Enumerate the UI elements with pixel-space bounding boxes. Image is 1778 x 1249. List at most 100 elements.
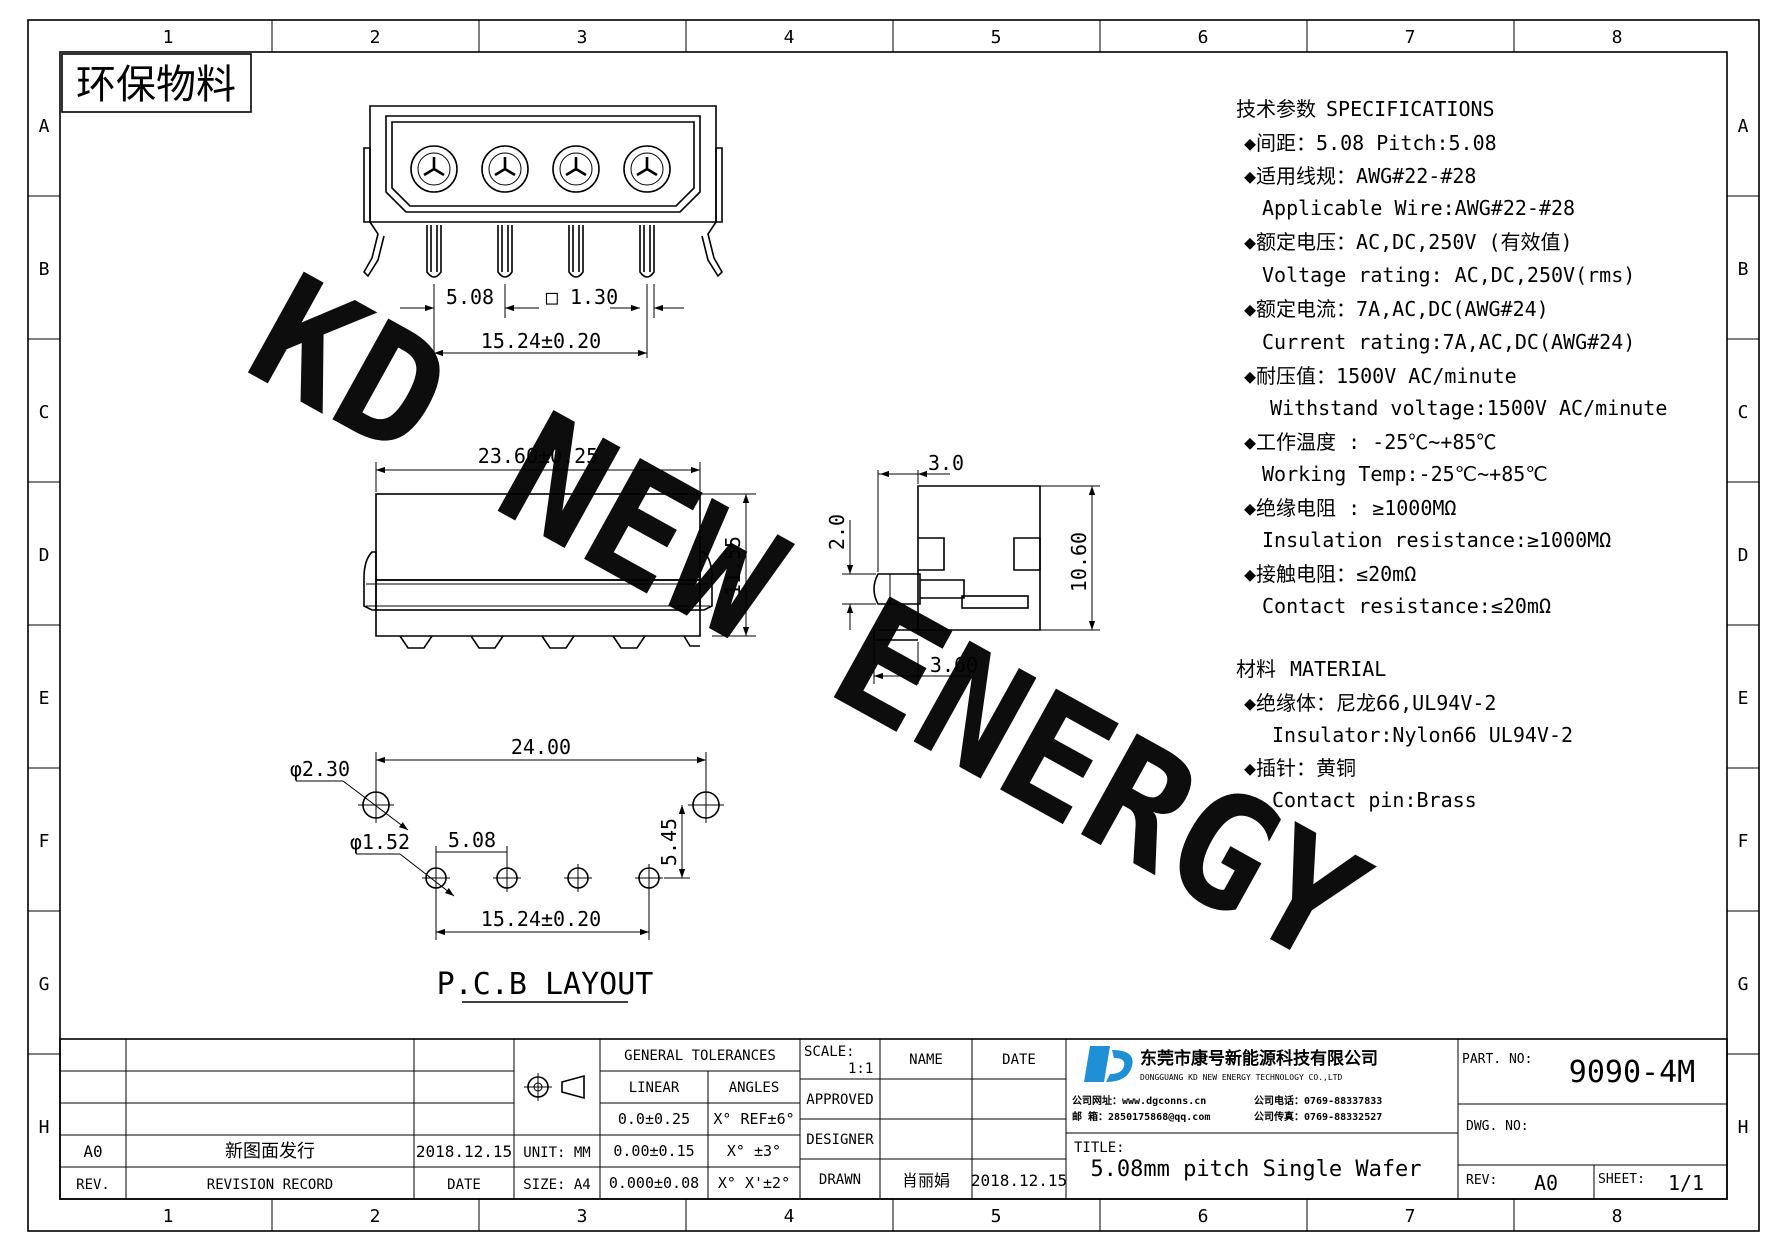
spec-line: ◆耐压值：1500V AC/minute: [1244, 364, 1517, 388]
spec-line: ◆接触电阻：≤20mΩ: [1244, 562, 1416, 586]
col-label-top: 3: [577, 27, 588, 48]
rev-label: REV:: [1466, 1173, 1497, 1188]
spec-line: Withstand voltage:1500V AC/minute: [1270, 396, 1667, 420]
angles-label: ANGLES: [729, 1080, 780, 1096]
dim-top-pitch: 5.08: [446, 285, 494, 309]
scale-label: SCALE:: [804, 1044, 855, 1060]
pin-hole-3: [552, 145, 600, 193]
col-label-bottom: 8: [1612, 1206, 1623, 1227]
spec-heading-en: SPECIFICATIONS: [1326, 97, 1495, 121]
material-line: Insulator:Nylon66 UL94V-2: [1272, 723, 1573, 747]
specifications-block: 技术参数 SPECIFICATIONS ◆间距：5.08 Pitch:5.08 …: [1236, 97, 1667, 618]
sheet-number: 1/1: [1668, 1171, 1704, 1195]
row-label-left: A: [39, 116, 50, 137]
row-label-left: F: [39, 831, 50, 852]
spec-line: Applicable Wire:AWG#22-#28: [1262, 196, 1575, 220]
company-contact: 公司网址：www.dgconns.cn: [1072, 1094, 1206, 1107]
size-label: SIZE: A4: [523, 1177, 590, 1193]
row-label-right: G: [1738, 974, 1749, 995]
company-contact: 邮 箱：2850175868@qq.com: [1072, 1110, 1210, 1123]
angle-value: X° ±3°: [727, 1142, 781, 1160]
col-label-top: 1: [163, 27, 174, 48]
angle-value: X° REF±6°: [713, 1110, 794, 1128]
spec-line: ◆工作温度 : -25℃~+85℃: [1244, 430, 1496, 454]
dim-pcb-offset: 5.45: [657, 818, 681, 866]
designer-label: DESIGNER: [806, 1132, 874, 1148]
name-header: NAME: [909, 1052, 943, 1068]
side-view: 3.0 2.0 10.60 3.60: [825, 451, 1100, 684]
linear-label: LINEAR: [629, 1080, 680, 1096]
row-label-left: B: [39, 259, 50, 280]
dwg-no-label: DWG. NO:: [1466, 1119, 1529, 1134]
rev-record: 新图面发行: [225, 1141, 315, 1162]
col-label-bottom: 5: [991, 1206, 1002, 1227]
part-no-label: PART. NO:: [1462, 1052, 1532, 1067]
pin-hole-4: [623, 145, 671, 193]
front-view: 23.60±0.25 11.55: [363, 444, 756, 649]
material-heading-en: MATERIAL: [1290, 657, 1386, 681]
spec-line: Insulation resistance:≥1000MΩ: [1262, 528, 1611, 552]
col-label-bottom: 6: [1198, 1206, 1209, 1227]
pcb-layout-label: P.C.B LAYOUT: [437, 967, 654, 1002]
eco-label-text: 环保物料: [76, 62, 236, 108]
unit-label: UNIT: MM: [523, 1145, 590, 1161]
spec-line: ◆适用线规：AWG#22-#28: [1244, 164, 1476, 188]
material-line: ◆插针：黄铜: [1244, 756, 1356, 780]
company-contact: 公司电话：0769-88337833: [1254, 1094, 1382, 1107]
col-label-top: 6: [1198, 27, 1209, 48]
drawing-title: 5.08mm pitch Single Wafer: [1090, 1157, 1421, 1182]
dim-side-height: 10.60: [1067, 532, 1091, 592]
dim-pcb-pin-hole: φ1.52: [350, 830, 410, 854]
dim-top-span: 15.24±0.20: [481, 329, 601, 353]
spec-line: Current rating:7A,AC,DC(AWG#24): [1262, 330, 1635, 354]
row-label-left: E: [39, 688, 50, 709]
col-label-bottom: 4: [784, 1206, 795, 1227]
title-block: A0 新图面发行 2018.12.15 REV. REVISION RECORD…: [59, 1038, 1728, 1200]
dim-side-bottom: 3.60: [930, 653, 978, 677]
col-label-bottom: 7: [1405, 1206, 1416, 1227]
dim-pcb-pitch: 5.08: [448, 828, 496, 852]
company-name-en: DONGGUANG KD NEW ENERGY TECHNOLOGY CO.,L…: [1140, 1073, 1342, 1082]
col-label-bottom: 1: [163, 1206, 174, 1227]
approved-label: APPROVED: [806, 1092, 873, 1108]
rev-record-header: REVISION RECORD: [207, 1177, 333, 1193]
dim-pcb-mount-hole: φ2.30: [290, 757, 350, 781]
row-label-right: H: [1738, 1117, 1749, 1138]
material-line: ◆绝缘体：尼龙66,UL94V-2: [1244, 691, 1496, 715]
row-label-right: A: [1738, 116, 1749, 137]
row-label-right: C: [1738, 402, 1749, 423]
linear-value: 0.00±0.15: [613, 1142, 694, 1160]
linear-value: 0.0±0.25: [618, 1110, 690, 1128]
angle-value: X° X'±2°: [718, 1174, 790, 1192]
material-heading-cn: 材料: [1236, 657, 1276, 681]
material-line: Contact pin:Brass: [1272, 788, 1477, 812]
row-label-right: D: [1738, 545, 1749, 566]
dim-pcb-mount-span: 24.00: [511, 735, 571, 759]
spec-line: ◆额定电流：7A,AC,DC(AWG#24): [1244, 297, 1549, 321]
row-label-left: C: [39, 402, 50, 423]
drawn-date: 2018.12.15: [971, 1171, 1067, 1190]
spec-line: ◆额定电压：AC,DC,250V (有效值): [1244, 230, 1573, 254]
material-block: 材料 MATERIAL ◆绝缘体：尼龙66,UL94V-2 Insulator:…: [1236, 657, 1573, 812]
dim-side-top: 3.0: [928, 451, 964, 475]
tolerances-header: GENERAL TOLERANCES: [624, 1048, 776, 1064]
col-label-top: 4: [784, 27, 795, 48]
spec-line: Voltage rating: AC,DC,250V(rms): [1262, 263, 1635, 287]
spec-line: ◆间距：5.08 Pitch:5.08: [1244, 131, 1497, 155]
drawn-label: DRAWN: [819, 1172, 861, 1188]
row-label-right: E: [1738, 688, 1749, 709]
col-label-top: 7: [1405, 27, 1416, 48]
row-label-right: F: [1738, 831, 1749, 852]
drawn-name: 肖丽娟: [902, 1171, 950, 1190]
dim-top-pin: □ 1.30: [546, 285, 618, 309]
col-label-top: 8: [1612, 27, 1623, 48]
row-label-left: D: [39, 545, 50, 566]
dim-front-height: 11.55: [721, 536, 745, 596]
date-header: DATE: [1002, 1052, 1036, 1068]
col-label-top: 5: [991, 27, 1002, 48]
spec-line: Contact resistance:≤20mΩ: [1262, 594, 1551, 618]
pin-hole-1: [410, 145, 458, 193]
projection-symbol-icon: [524, 1073, 585, 1101]
company-logo-icon: [1084, 1046, 1133, 1082]
